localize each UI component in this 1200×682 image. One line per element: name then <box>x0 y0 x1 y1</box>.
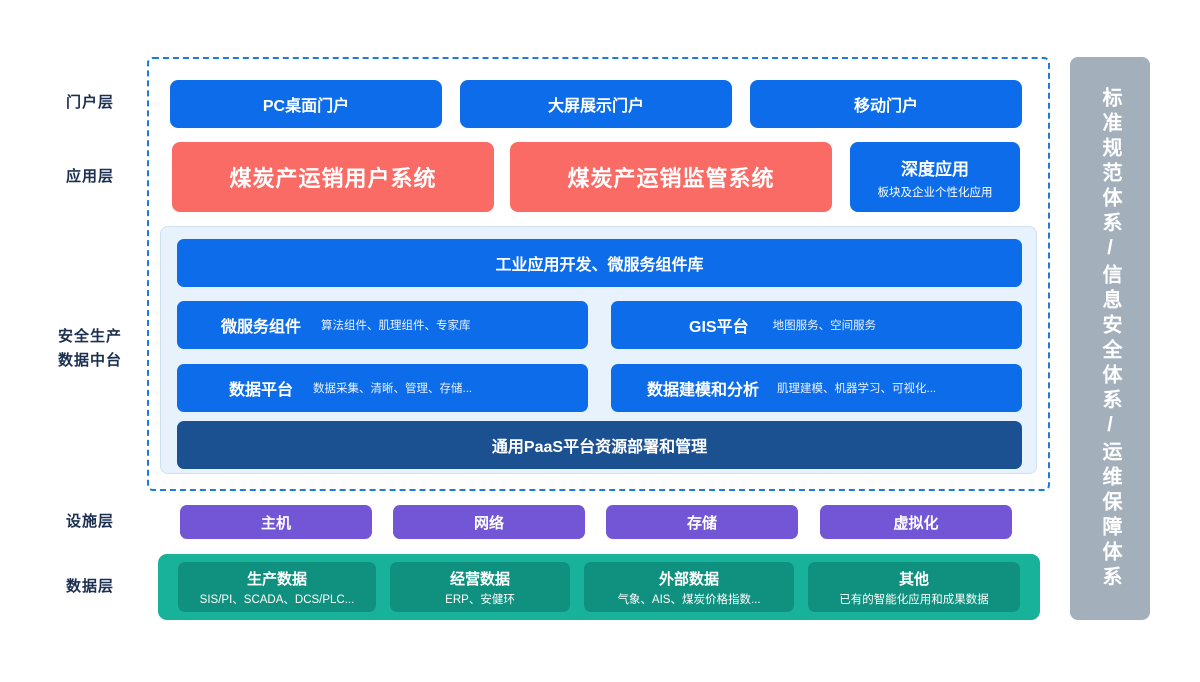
layer-label-portal-text: 门户层 <box>65 94 114 111</box>
platform-module-microservice-subtitle: 算法组件、肌理组件、专家库 <box>321 320 471 332</box>
application-item-deep-application[interactable]: 深度应用 板块及企业个性化应用 <box>850 142 1020 212</box>
application-item-user-system-label: 煤炭产运销用户系统 <box>229 166 437 191</box>
application-item-deep-application-subtitle: 板块及企业个性化应用 <box>877 186 993 199</box>
layer-label-platform: 安全生产 数据中台 <box>35 325 145 373</box>
platform-module-gis-title: GIS平台 <box>689 319 749 336</box>
layer-label-platform-line1: 安全生产 <box>57 328 122 345</box>
standards-security-ops-sidebar: 标准规范体系/信息安全体系/运维保障体系 <box>1070 57 1150 620</box>
application-item-deep-application-label: 深度应用 <box>901 159 969 179</box>
layer-label-facility: 设施层 <box>35 511 145 533</box>
portal-item-mobile-label: 移动门户 <box>853 98 918 115</box>
standards-security-ops-sidebar-text: 标准规范体系/信息安全体系/运维保障体系 <box>1099 86 1121 591</box>
platform-module-data-modeling[interactable]: 数据建模和分析 肌理建模、机器学习、可视化... <box>611 364 1022 412</box>
platform-banner-label: 工业应用开发、微服务组件库 <box>495 257 704 274</box>
platform-module-data-platform[interactable]: 数据平台 数据采集、清晰、管理、存储... <box>177 364 588 412</box>
layer-label-facility-text: 设施层 <box>65 513 114 530</box>
layer-label-application-text: 应用层 <box>65 168 114 185</box>
platform-panel: 工业应用开发、微服务组件库 微服务组件 算法组件、肌理组件、专家库 GIS平台 … <box>160 226 1037 474</box>
platform-footer-paas-label: 通用PaaS平台资源部署和管理 <box>491 439 708 456</box>
facility-item-virtualization-label: 虚拟化 <box>893 514 939 532</box>
application-item-regulation-system-label: 煤炭产运销监管系统 <box>567 166 775 191</box>
portal-item-pc[interactable]: PC桌面门户 <box>170 80 442 128</box>
platform-module-microservice-title: 微服务组件 <box>221 319 302 336</box>
application-item-regulation-system[interactable]: 煤炭产运销监管系统 <box>510 142 832 212</box>
portal-item-bigscreen[interactable]: 大屏展示门户 <box>460 80 732 128</box>
facility-item-storage-label: 存储 <box>686 514 717 532</box>
portal-item-bigscreen-label: 大屏展示门户 <box>547 98 644 115</box>
platform-module-data-platform-subtitle: 数据采集、清晰、管理、存储... <box>313 383 473 395</box>
dashed-container <box>147 57 1050 491</box>
platform-module-microservice[interactable]: 微服务组件 算法组件、肌理组件、专家库 <box>177 301 588 349</box>
platform-banner[interactable]: 工业应用开发、微服务组件库 <box>177 239 1022 287</box>
platform-footer-paas[interactable]: 通用PaaS平台资源部署和管理 <box>177 421 1022 469</box>
portal-item-mobile[interactable]: 移动门户 <box>750 80 1022 128</box>
data-item-external-subtitle: 气象、AIS、煤炭价格指数... <box>617 593 761 606</box>
data-layer-container: 生产数据 SIS/PI、SCADA、DCS/PLC... 经营数据 ERP、安健… <box>158 554 1040 620</box>
facility-item-network-label: 网络 <box>473 514 504 532</box>
data-item-external-title: 外部数据 <box>658 570 719 588</box>
layer-label-data: 数据层 <box>35 576 145 598</box>
layer-label-application: 应用层 <box>35 166 145 188</box>
data-item-other-subtitle: 已有的智能化应用和成果数据 <box>839 593 989 606</box>
data-item-operation[interactable]: 经营数据 ERP、安健环 <box>390 562 570 612</box>
data-item-external[interactable]: 外部数据 气象、AIS、煤炭价格指数... <box>584 562 794 612</box>
data-item-operation-title: 经营数据 <box>449 570 510 588</box>
data-item-other[interactable]: 其他 已有的智能化应用和成果数据 <box>808 562 1020 612</box>
layer-label-data-text: 数据层 <box>65 578 114 595</box>
facility-item-storage[interactable]: 存储 <box>606 505 798 539</box>
platform-module-data-platform-title: 数据平台 <box>229 382 294 399</box>
layer-label-portal: 门户层 <box>35 92 145 114</box>
facility-item-host[interactable]: 主机 <box>180 505 372 539</box>
platform-module-gis[interactable]: GIS平台 地图服务、空间服务 <box>611 301 1022 349</box>
layer-label-platform-line2: 数据中台 <box>57 352 122 369</box>
facility-item-network[interactable]: 网络 <box>393 505 585 539</box>
platform-module-gis-subtitle: 地图服务、空间服务 <box>772 320 877 332</box>
application-item-user-system[interactable]: 煤炭产运销用户系统 <box>172 142 494 212</box>
facility-item-virtualization[interactable]: 虚拟化 <box>820 505 1012 539</box>
data-item-production-title: 生产数据 <box>246 570 307 588</box>
portal-item-pc-label: PC桌面门户 <box>262 98 350 115</box>
facility-item-host-label: 主机 <box>260 514 291 532</box>
data-item-operation-subtitle: ERP、安健环 <box>445 593 515 606</box>
platform-module-data-modeling-subtitle: 肌理建模、机器学习、可视化... <box>777 383 937 395</box>
data-item-other-title: 其他 <box>898 570 929 588</box>
platform-module-data-modeling-title: 数据建模和分析 <box>647 382 760 399</box>
data-item-production-subtitle: SIS/PI、SCADA、DCS/PLC... <box>199 593 355 606</box>
data-item-production[interactable]: 生产数据 SIS/PI、SCADA、DCS/PLC... <box>178 562 376 612</box>
